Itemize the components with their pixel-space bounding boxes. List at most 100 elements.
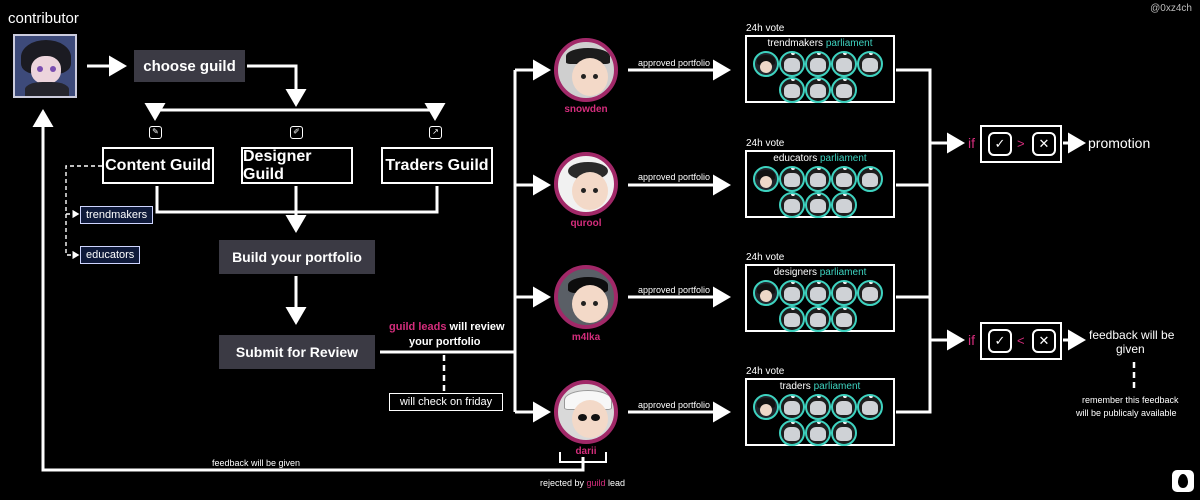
lead-name-snowden: snowden — [564, 104, 608, 115]
review-note-line1: guild leads will review — [389, 321, 505, 333]
parliament-group: trendmakers — [767, 38, 824, 49]
reject-operator: < — [1017, 333, 1025, 348]
feedback-loop-label: feedback will be given — [212, 458, 301, 468]
parliament-member-avatar — [805, 280, 831, 306]
parliament-member-avatar — [805, 192, 831, 218]
parliament-group: designers — [773, 267, 817, 278]
subguild-educators: educators — [80, 246, 141, 264]
lead-avatar-darii — [554, 380, 618, 444]
parliament-member-avatar — [831, 420, 857, 446]
parliament-member-avatar — [805, 394, 831, 420]
parliament-title: designers parliament — [747, 267, 893, 278]
parliament-lead-avatar — [753, 166, 779, 192]
review-note-rest: will review — [446, 321, 505, 333]
parliament-member-avatar — [805, 77, 831, 103]
reject-condition-box: ✓ < ✕ — [980, 322, 1062, 360]
parliament-group: educators — [773, 153, 818, 164]
lead-avatar-qurool — [554, 152, 618, 216]
review-note-highlight: guild leads — [389, 321, 447, 333]
submit-review-box: Submit for Review — [219, 335, 375, 369]
rejected-suffix: lead — [605, 478, 626, 488]
parliament-member-avatar — [831, 306, 857, 332]
parliament-lead-avatar — [753, 394, 779, 420]
parliament-member-avatar — [831, 192, 857, 218]
parliament-member-avatar — [831, 77, 857, 103]
designer-guild-icon: ✐ — [290, 126, 303, 139]
lead-name-darii: darii — [575, 446, 597, 457]
parliament-member-avatar — [857, 166, 883, 192]
parliament-member-avatar — [779, 192, 805, 218]
parliament-trendmakers: trendmakers parliament — [745, 35, 895, 103]
traders-guild-box: Traders Guild — [381, 147, 493, 184]
choose-guild-box: choose guild — [134, 50, 245, 82]
designer-guild-box: Designer Guild — [241, 147, 353, 184]
feedback-result-line2: given — [1116, 342, 1145, 356]
parliament-group: traders — [779, 381, 811, 392]
approve-operator: > — [1017, 136, 1025, 151]
public-note-line2: will be publicaly available — [1076, 408, 1177, 418]
public-note-line1: remember this feedback — [1082, 395, 1179, 405]
rejected-highlight: guild — [586, 478, 606, 488]
parliament-member-avatar — [779, 77, 805, 103]
parliament-member-avatar — [857, 394, 883, 420]
parliament-suffix: parliament — [825, 38, 873, 49]
traders-guild-icon: ↗ — [429, 126, 442, 139]
content-guild-icon: ✎ — [149, 126, 162, 139]
parliament-member-avatar — [779, 280, 805, 306]
parliament-member-avatar — [779, 306, 805, 332]
contributor-avatar — [13, 34, 77, 98]
parliament-member-avatar — [831, 166, 857, 192]
rejected-label: rejected by guild lead — [540, 478, 625, 488]
parliament-designers: designers parliament — [745, 264, 895, 332]
parliament-suffix: parliament — [813, 381, 861, 392]
cross-icon: ✕ — [1032, 132, 1056, 156]
vote-label-3: 24h vote — [746, 252, 785, 263]
parliament-member-avatar — [831, 394, 857, 420]
promotion-label: promotion — [1088, 135, 1151, 151]
parliament-lead-avatar — [753, 280, 779, 306]
approved-label-4: approved portfolio — [638, 400, 711, 410]
parliament-member-avatar — [779, 394, 805, 420]
parliament-title: trendmakers parliament — [747, 38, 893, 49]
feedback-result-line1: feedback will be — [1089, 328, 1175, 342]
if-label-approve: if — [968, 135, 975, 151]
content-guild-box: Content Guild — [102, 147, 214, 184]
contributor-label: contributor — [8, 10, 79, 27]
parliament-suffix: parliament — [820, 153, 867, 164]
parliament-member-avatar — [857, 280, 883, 306]
rejected-prefix: rejected by — [540, 478, 587, 488]
parliament-member-avatar — [831, 51, 857, 77]
approve-condition-box: ✓ > ✕ — [980, 125, 1062, 163]
review-note-line2: your portfolio — [409, 336, 481, 348]
parliament-member-avatar — [805, 166, 831, 192]
watermark: @0xz4ch — [1150, 3, 1192, 14]
approved-label-1: approved portfolio — [638, 58, 711, 68]
parliament-member-avatar — [779, 51, 805, 77]
parliament-member-avatar — [857, 51, 883, 77]
friday-note-box: will check on friday — [389, 393, 503, 411]
parliament-member-avatar — [779, 166, 805, 192]
parliament-title: traders parliament — [747, 381, 893, 392]
approved-label-3: approved portfolio — [638, 285, 711, 295]
subguild-trendmakers: trendmakers — [80, 206, 154, 224]
vote-label-1: 24h vote — [746, 23, 785, 34]
lead-avatar-snowden — [554, 38, 618, 102]
parliament-member-avatar — [831, 280, 857, 306]
lead-name-m4lka: m4lka — [571, 332, 601, 343]
parliament-educators: educators parliament — [745, 150, 895, 218]
vote-label-2: 24h vote — [746, 138, 785, 149]
parliament-member-avatar — [805, 420, 831, 446]
check-icon: ✓ — [988, 329, 1012, 353]
parliament-traders: traders parliament — [745, 378, 895, 446]
parliament-title: educators parliament — [747, 153, 893, 164]
brand-logo — [1172, 470, 1194, 492]
parliament-lead-avatar — [753, 51, 779, 77]
if-label-reject: if — [968, 332, 975, 348]
lead-name-qurool: qurool — [570, 218, 602, 229]
vote-label-4: 24h vote — [746, 366, 785, 377]
build-portfolio-box: Build your portfolio — [219, 240, 375, 274]
check-icon: ✓ — [988, 132, 1012, 156]
parliament-suffix: parliament — [819, 267, 867, 278]
